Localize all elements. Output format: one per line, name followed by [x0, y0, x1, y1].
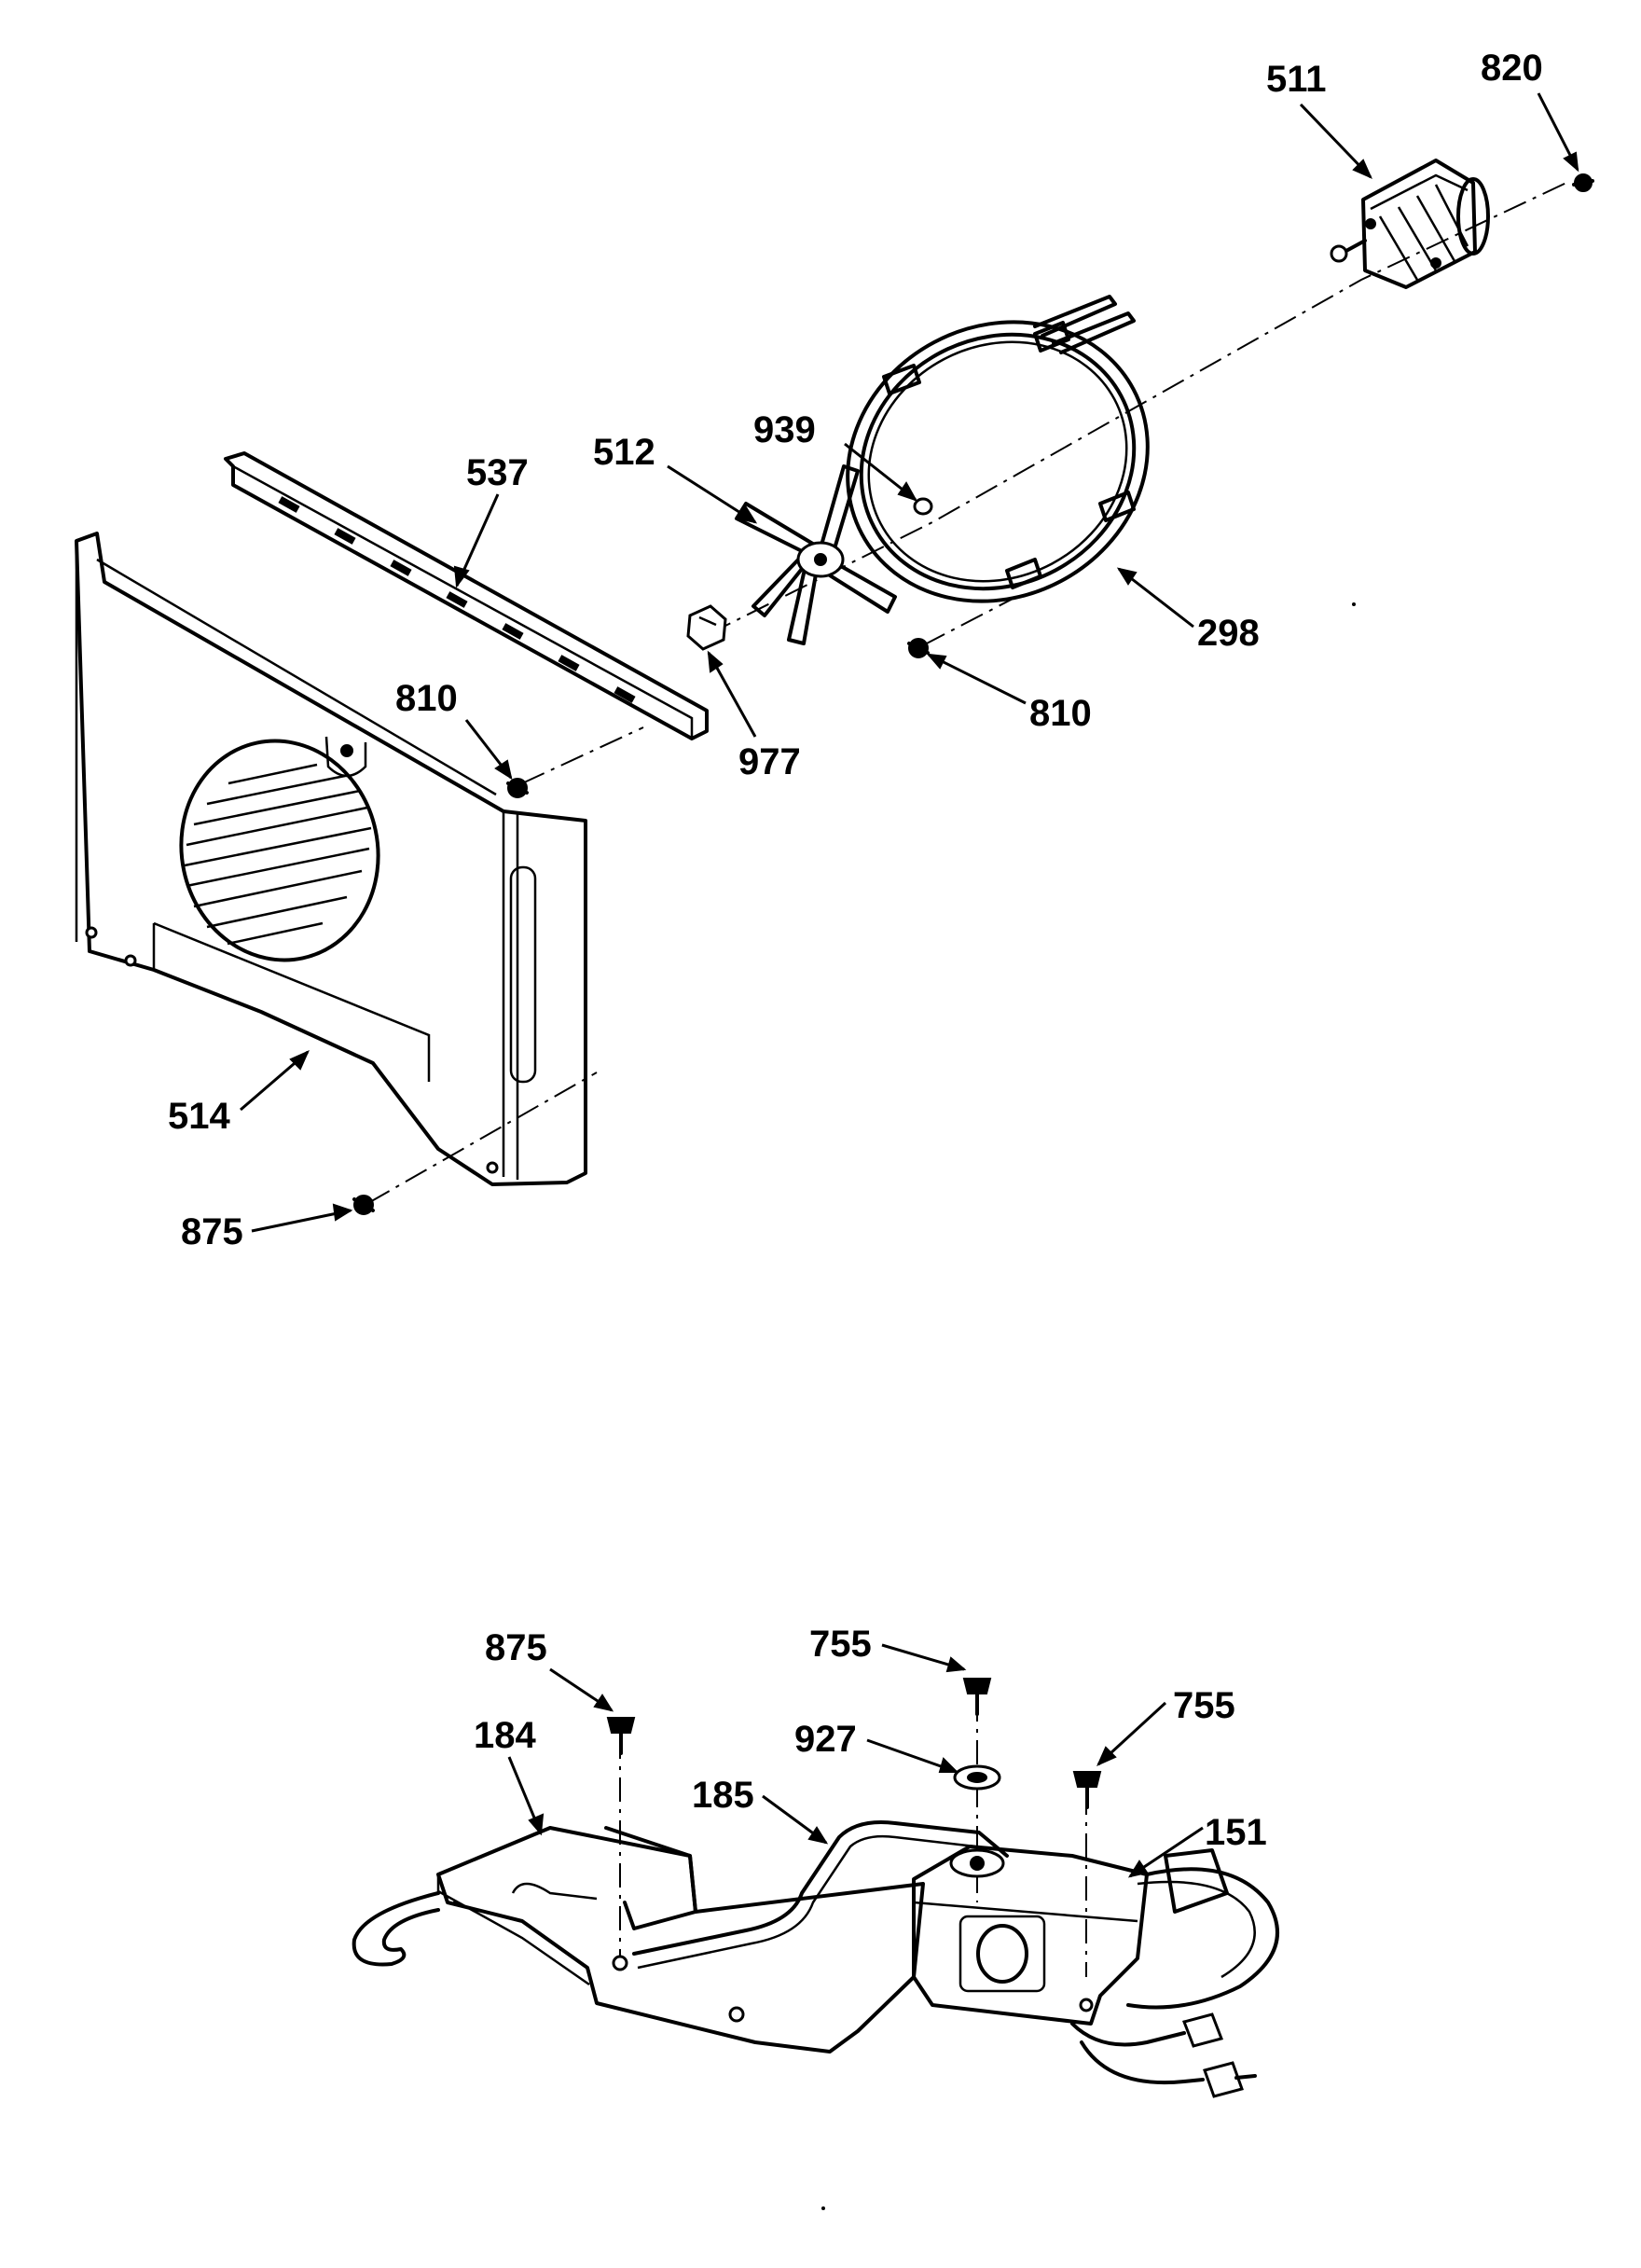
- callout-label: 755: [809, 1624, 872, 1665]
- heating-element-298: [846, 295, 1150, 603]
- callout-875-bottom: 875: [485, 1627, 614, 1712]
- callout-label: 537: [466, 452, 529, 493]
- callout-label: 875: [181, 1211, 243, 1252]
- motor-assembly-151: [912, 1845, 1279, 2098]
- callout-810-left: 810: [395, 678, 513, 781]
- callout-820: 820: [1481, 48, 1579, 173]
- callout-label: 512: [593, 432, 655, 473]
- screw-875-bottom: [606, 1717, 636, 1755]
- bracket-strip-537: [224, 451, 709, 740]
- callout-514: 514: [168, 1050, 310, 1137]
- screw-820: [1572, 173, 1594, 192]
- callout-label: 184: [474, 1715, 536, 1756]
- callout-label: 875: [485, 1627, 547, 1668]
- scan-speck: [1352, 602, 1356, 606]
- washer-939: [913, 497, 933, 516]
- callout-label: 977: [738, 741, 801, 782]
- grommet-927: [953, 1764, 1001, 1791]
- callout-label: 511: [1266, 59, 1327, 100]
- fan-motor-511: [1330, 159, 1490, 289]
- callout-298: 298: [1116, 567, 1260, 654]
- callout-511: 511: [1266, 59, 1372, 179]
- callout-label: 185: [692, 1775, 754, 1816]
- callout-977: 977: [707, 650, 801, 782]
- callout-875-top: 875: [181, 1203, 353, 1252]
- rear-cover-panel-514: [75, 532, 587, 1186]
- screw-875-top: [352, 1195, 375, 1215]
- callout-label: 810: [395, 678, 458, 719]
- nut-977: [686, 604, 727, 651]
- screw-810-right: [907, 638, 930, 658]
- callout-label: 927: [794, 1719, 857, 1760]
- callout-939: 939: [753, 409, 918, 502]
- callout-label: 151: [1205, 1812, 1267, 1853]
- base-plate-184: [352, 1826, 925, 2054]
- screw-755-right: [1072, 1771, 1102, 1809]
- callout-185: 185: [692, 1775, 829, 1845]
- callout-label: 755: [1173, 1685, 1235, 1726]
- callout-label: 810: [1029, 693, 1092, 734]
- callout-537: 537: [453, 452, 529, 588]
- scan-speck: [453, 1901, 457, 1904]
- screw-810-right-centerline: [922, 596, 1017, 646]
- fan-blade-512: [735, 464, 897, 645]
- callout-151: 151: [1127, 1812, 1267, 1878]
- screw-810-left: [506, 778, 529, 798]
- callout-927: 927: [794, 1719, 959, 1774]
- callout-label: 298: [1197, 613, 1260, 654]
- screw-810-left-centerline: [521, 726, 644, 784]
- callout-755-right: 755: [1096, 1685, 1235, 1766]
- callout-label: 820: [1481, 48, 1543, 89]
- screw-875-centerline: [367, 1072, 598, 1204]
- callout-755-center: 755: [809, 1624, 967, 1673]
- callout-label: 514: [168, 1096, 230, 1137]
- wire-rod-185: [632, 1820, 1009, 1970]
- scan-speck: [821, 2206, 825, 2210]
- callout-512: 512: [593, 432, 758, 524]
- callout-184: 184: [474, 1715, 545, 1836]
- callout-810-right: 810: [926, 653, 1092, 734]
- callout-label: 939: [753, 409, 816, 450]
- screw-755-center: [962, 1678, 992, 1716]
